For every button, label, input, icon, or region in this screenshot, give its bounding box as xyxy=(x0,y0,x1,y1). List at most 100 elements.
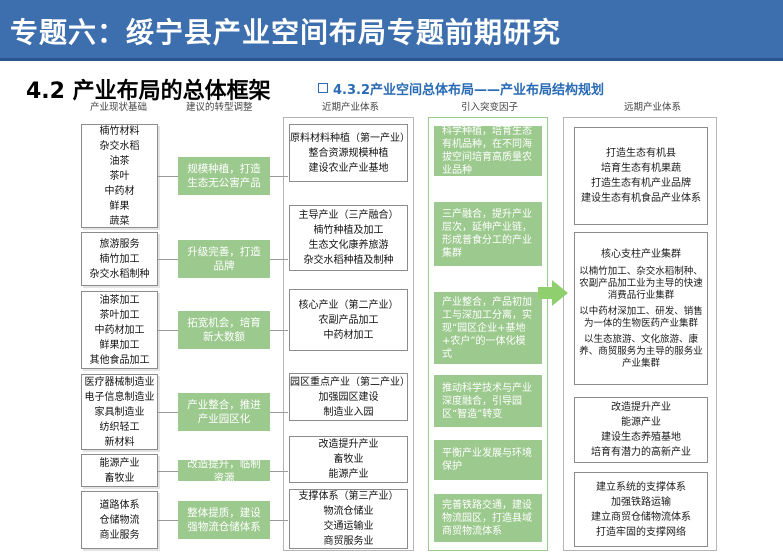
adjustment-box: 规模种植，打造生态无公害产品 xyxy=(178,157,270,195)
connector-line xyxy=(158,470,178,472)
column-header-near: 近期产业体系 xyxy=(322,102,380,113)
column-header-long: 远期产业体系 xyxy=(624,102,682,113)
near-term-box: 支撑体系（第三产业）物流仓储业交通运输业商贸服务业 xyxy=(289,489,408,549)
near-term-item: 加强园区建设 xyxy=(318,391,379,403)
current-base-item: 鲜果 xyxy=(109,200,130,212)
near-term-heading: 园区重点产业（第二产业） xyxy=(290,376,410,388)
current-base-item: 楠竹加工 xyxy=(99,253,140,265)
near-term-list: 原料材料种植（第一产业）整合资源规模种植建设农业产业基地 xyxy=(290,125,410,181)
near-term-item: 商贸服务业 xyxy=(323,536,374,547)
column-header-factor: 引入突变因子 xyxy=(461,102,519,113)
factor-text: 平衡产业发展与环境保护 xyxy=(442,448,532,472)
adjustment-text: 拓宽机会，培育新大数额 xyxy=(187,317,261,343)
current-base-item: 能源产业 xyxy=(99,457,140,469)
current-base-item: 其他食品加工 xyxy=(89,354,150,366)
near-term-list: 主导产业（三产融合）楠竹种植及加工生态文化康养旅游杂交水稻种植及制种 xyxy=(290,206,407,270)
connector-line xyxy=(158,259,178,260)
factor-frame xyxy=(428,117,548,551)
connector-line xyxy=(270,176,288,177)
long-term-item: 以楠竹加工、杂交水稻制种、农副产品加工业为主导的快速消费品行业集群 xyxy=(579,266,703,301)
near-term-box: 核心产业（第二产业）农副产品加工中药材加工 xyxy=(289,289,408,351)
current-base-list: 楠竹材料杂交水稻油茶茶叶中药材鲜果蔬菜 xyxy=(82,125,157,227)
near-term-heading: 核心产业（第二产业） xyxy=(298,299,399,311)
near-term-item: 物流仓储业 xyxy=(323,506,374,517)
current-base-item: 仓储物流 xyxy=(99,514,140,526)
long-term-heading: 核心支柱产业集群 xyxy=(601,249,681,260)
near-term-item: 交通运输业 xyxy=(323,521,374,532)
current-base-item: 新材料 xyxy=(104,436,135,448)
current-base-item: 楠竹材料 xyxy=(99,125,140,137)
long-term-box: 核心支柱产业集群以楠竹加工、杂交水稻制种、农副产品加工业为主导的快速消费品行业集… xyxy=(574,232,708,385)
current-base-item: 电子信息制造业 xyxy=(84,391,155,403)
current-base-list: 能源产业畜牧业 xyxy=(82,455,157,486)
long-term-frame xyxy=(563,117,717,551)
section-title: 4.2 产业布局的总体框架 xyxy=(26,79,271,104)
title-banner: 专题六：绥宁县产业空间布局专题前期研究 xyxy=(0,0,783,61)
connector-line xyxy=(270,412,288,413)
connector-line xyxy=(270,330,288,331)
near-term-box: 园区重点产业（第二产业）加强园区建设制造业入园 xyxy=(289,373,410,421)
long-term-item: 打造牢固的支撑网络 xyxy=(596,526,686,538)
adjustment-text: 规模种植，打造生态无公害产品 xyxy=(187,163,261,189)
adjustment-text: 整体提质，建设强物流仓储体系 xyxy=(187,507,261,533)
near-term-frame xyxy=(283,117,414,551)
connector-line xyxy=(158,176,178,177)
current-base-item: 蔬菜 xyxy=(109,215,130,227)
near-term-list: 支撑体系（第三产业）物流仓储业交通运输业商贸服务业 xyxy=(290,490,407,548)
long-term-item: 加强铁路运输 xyxy=(611,496,671,508)
connector-line xyxy=(270,520,288,521)
current-base-item: 杂交水稻 xyxy=(99,140,140,152)
factor-text: 产业整合，产品初加工与深加工分离，实现“园区企业+基地+农户”的一体化模式 xyxy=(442,296,532,360)
square-bullet-icon xyxy=(318,83,328,93)
subtitle: 4.3.2产业空间总体布局——产业布局结构规划 xyxy=(318,79,604,98)
factor-box: 三产融合，提升产业层次，延伸产业链，形成普食分工的产业集群 xyxy=(434,202,542,266)
near-term-item: 整合资源规模种植 xyxy=(308,147,389,159)
current-base-item: 医疗器械制造业 xyxy=(84,376,155,388)
connector-line xyxy=(158,330,178,331)
near-term-heading: 主导产业（三产融合） xyxy=(298,210,399,221)
current-base-box: 医疗器械制造业电子信息制造业家具制造业纺织轻工新材料 xyxy=(81,374,158,450)
long-term-item: 培育生态有机果蔬 xyxy=(601,163,681,174)
current-base-item: 油茶 xyxy=(109,155,130,167)
current-base-item: 道路体系 xyxy=(99,499,140,511)
long-term-item: 建设生态养殖基地 xyxy=(601,432,681,443)
factor-text: 科学种植，培育生态有机品种，在不同海拔空间培育高质量农业品种 xyxy=(442,126,532,176)
current-base-item: 杂交水稻制种 xyxy=(89,268,150,280)
long-term-item: 以中药材深加工、研发、销售为一体的生物医药产业集群 xyxy=(579,306,703,329)
long-term-box: 打造生态有机县培育生态有机果蔬打造生态有机产业品牌建设生态有机食品产业体系 xyxy=(574,127,708,225)
near-term-box: 原料材料种植（第一产业）整合资源规模种植建设农业产业基地 xyxy=(289,124,410,182)
connector-line xyxy=(158,412,178,413)
near-term-heading: 改造提升产业 xyxy=(318,439,379,450)
current-base-box: 能源产业畜牧业 xyxy=(81,454,158,487)
current-base-item: 家具制造业 xyxy=(94,406,145,418)
long-term-item: 建立商贸仓储物流体系 xyxy=(591,511,691,523)
near-term-list: 改造提升产业畜牧业能源产业 xyxy=(290,437,407,482)
connector-line xyxy=(270,470,288,472)
near-term-list: 核心产业（第二产业）农副产品加工中药材加工 xyxy=(290,290,407,350)
near-term-item: 建设农业产业基地 xyxy=(308,162,389,174)
connector-line xyxy=(158,520,178,521)
subtitle-text: 4.3.2产业空间总体布局——产业布局结构规划 xyxy=(333,83,605,98)
factor-text: 完善铁路交通，建设物流园区，打造县域商贸物流体系 xyxy=(442,499,532,537)
near-term-item: 楠竹种植及加工 xyxy=(313,225,384,236)
current-base-item: 鲜果加工 xyxy=(99,339,140,351)
current-base-list: 道路体系仓储物流商业服务 xyxy=(82,492,157,548)
column-header-current: 产业现状基础 xyxy=(90,102,148,113)
long-term-heading: 建立系统的支撑体系 xyxy=(596,481,686,493)
long-term-heading: 改造提升产业 xyxy=(611,402,671,413)
near-term-item: 中药材加工 xyxy=(323,329,374,341)
column-header-adjust: 建议的转型调整 xyxy=(186,102,253,113)
current-base-item: 旅游服务 xyxy=(99,238,140,250)
adjustment-box: 改造提升，临制资源 xyxy=(178,458,270,484)
adjustment-box: 升级完善，打造品牌 xyxy=(178,240,270,278)
current-base-item: 茶叶加工 xyxy=(99,309,140,321)
adjustment-box: 拓宽机会，培育新大数额 xyxy=(178,311,270,349)
factor-box: 科学种植，培育生态有机品种，在不同海拔空间培育高质量农业品种 xyxy=(434,126,542,176)
current-base-list: 旅游服务楠竹加工杂交水稻制种 xyxy=(82,233,157,285)
current-base-box: 油茶加工茶叶加工中药材加工鲜果加工其他食品加工 xyxy=(81,291,158,369)
long-term-heading: 打造生态有机县 xyxy=(606,148,676,159)
long-term-box: 建立系统的支撑体系加强铁路运输建立商贸仓储物流体系打造牢固的支撑网络 xyxy=(574,472,708,547)
current-base-item: 中药材 xyxy=(104,185,135,197)
current-base-box: 道路体系仓储物流商业服务 xyxy=(81,491,158,549)
page-title: 专题六：绥宁县产业空间布局专题前期研究 xyxy=(10,16,562,49)
